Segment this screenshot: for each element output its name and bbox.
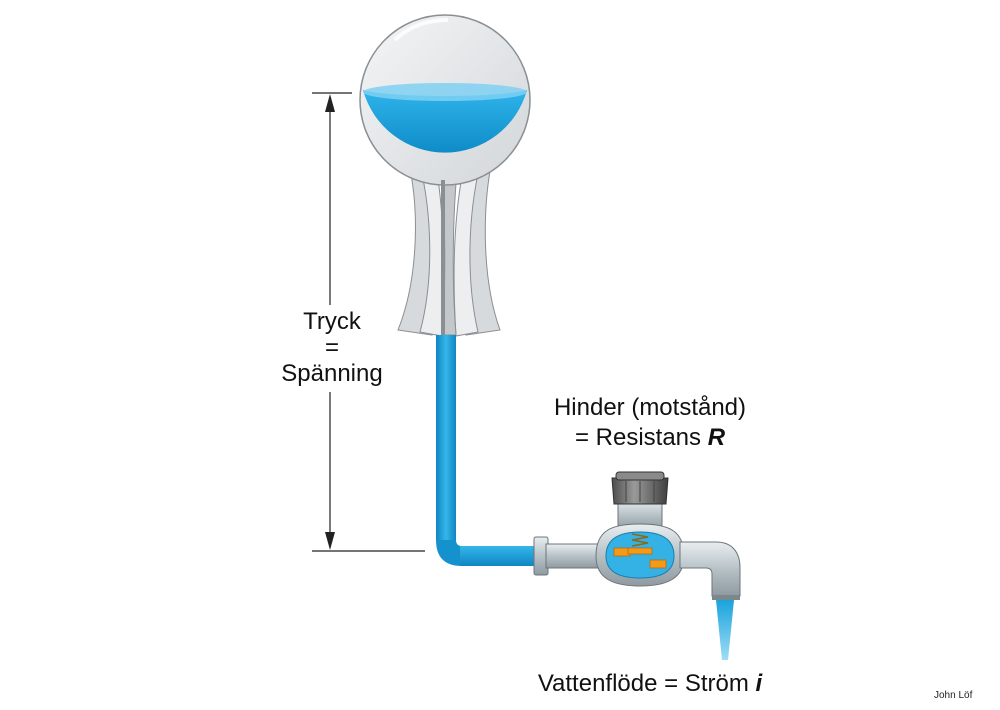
pipe-vertical [436,335,456,540]
flow-label-prefix: Vattenflöde = Ström [537,670,756,697]
water-pipe [436,180,540,566]
faucet-spout-opening [712,596,740,600]
valve-seat-right [649,559,667,569]
resistance-label-line2: = Resistans R [520,423,780,453]
resistance-label: Hinder (motstånd) = Resistans R [520,393,780,453]
valve-spring [631,533,649,547]
faucet [533,471,741,600]
pipe-inner-thin [441,180,445,335]
faucet-knob-cap [615,471,665,481]
pressure-label: Tryck = Spänning [262,309,402,387]
pipe-horizontal [460,546,540,566]
pressure-label-line1: Tryck [303,308,361,335]
water-stream [716,600,734,660]
water-reservoir [359,14,531,186]
pipe-elbow [436,540,462,566]
water-surface [363,83,527,101]
pressure-dimension [312,92,425,552]
resistance-symbol: R [707,424,726,451]
resistance-label-prefix: = Resistans [574,424,708,451]
current-symbol: i [755,670,763,697]
valve-seat-left [613,547,631,557]
faucet-spout [679,541,741,597]
flow-label: Vattenflöde = Ström i [500,670,800,698]
resistance-label-line1: Hinder (motstånd) [553,394,747,421]
pressure-arrowhead-down [325,532,335,550]
glass-highlight [393,18,449,42]
valve-disc [627,547,653,555]
reservoir-stand [397,159,501,337]
water-in-sphere [363,90,527,153]
author-credit: John Löf [934,690,973,701]
pressure-label-line2: = [324,334,339,361]
pressure-label-line3: Spänning [281,360,383,387]
pressure-arrowhead-up [325,94,335,112]
